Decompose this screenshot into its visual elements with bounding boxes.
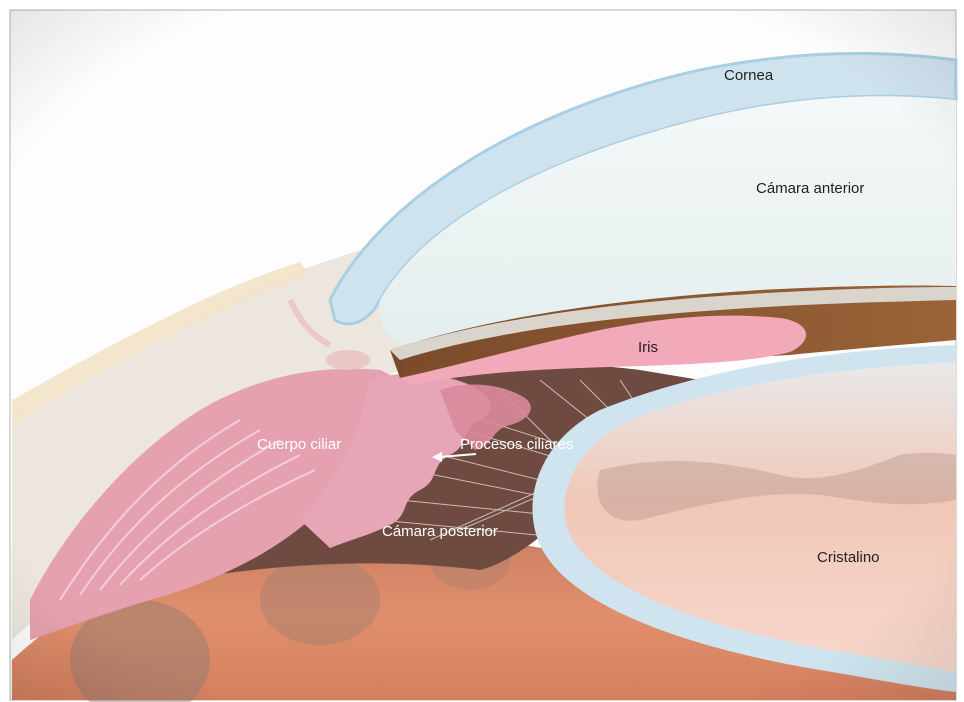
label-ciliary-processes: Procesos ciliares (460, 436, 573, 453)
label-lens: Cristalino (817, 549, 880, 566)
label-iris: Iris (638, 339, 658, 356)
label-anterior-chamber: Cámara anterior (756, 180, 864, 197)
trabecular-meshwork (326, 350, 370, 370)
label-posterior-chamber: Cámara posterior (382, 523, 498, 540)
vitreous-shadow (260, 555, 380, 645)
label-ciliary-body: Cuerpo ciliar (257, 436, 341, 453)
label-cornea: Cornea (724, 67, 774, 84)
